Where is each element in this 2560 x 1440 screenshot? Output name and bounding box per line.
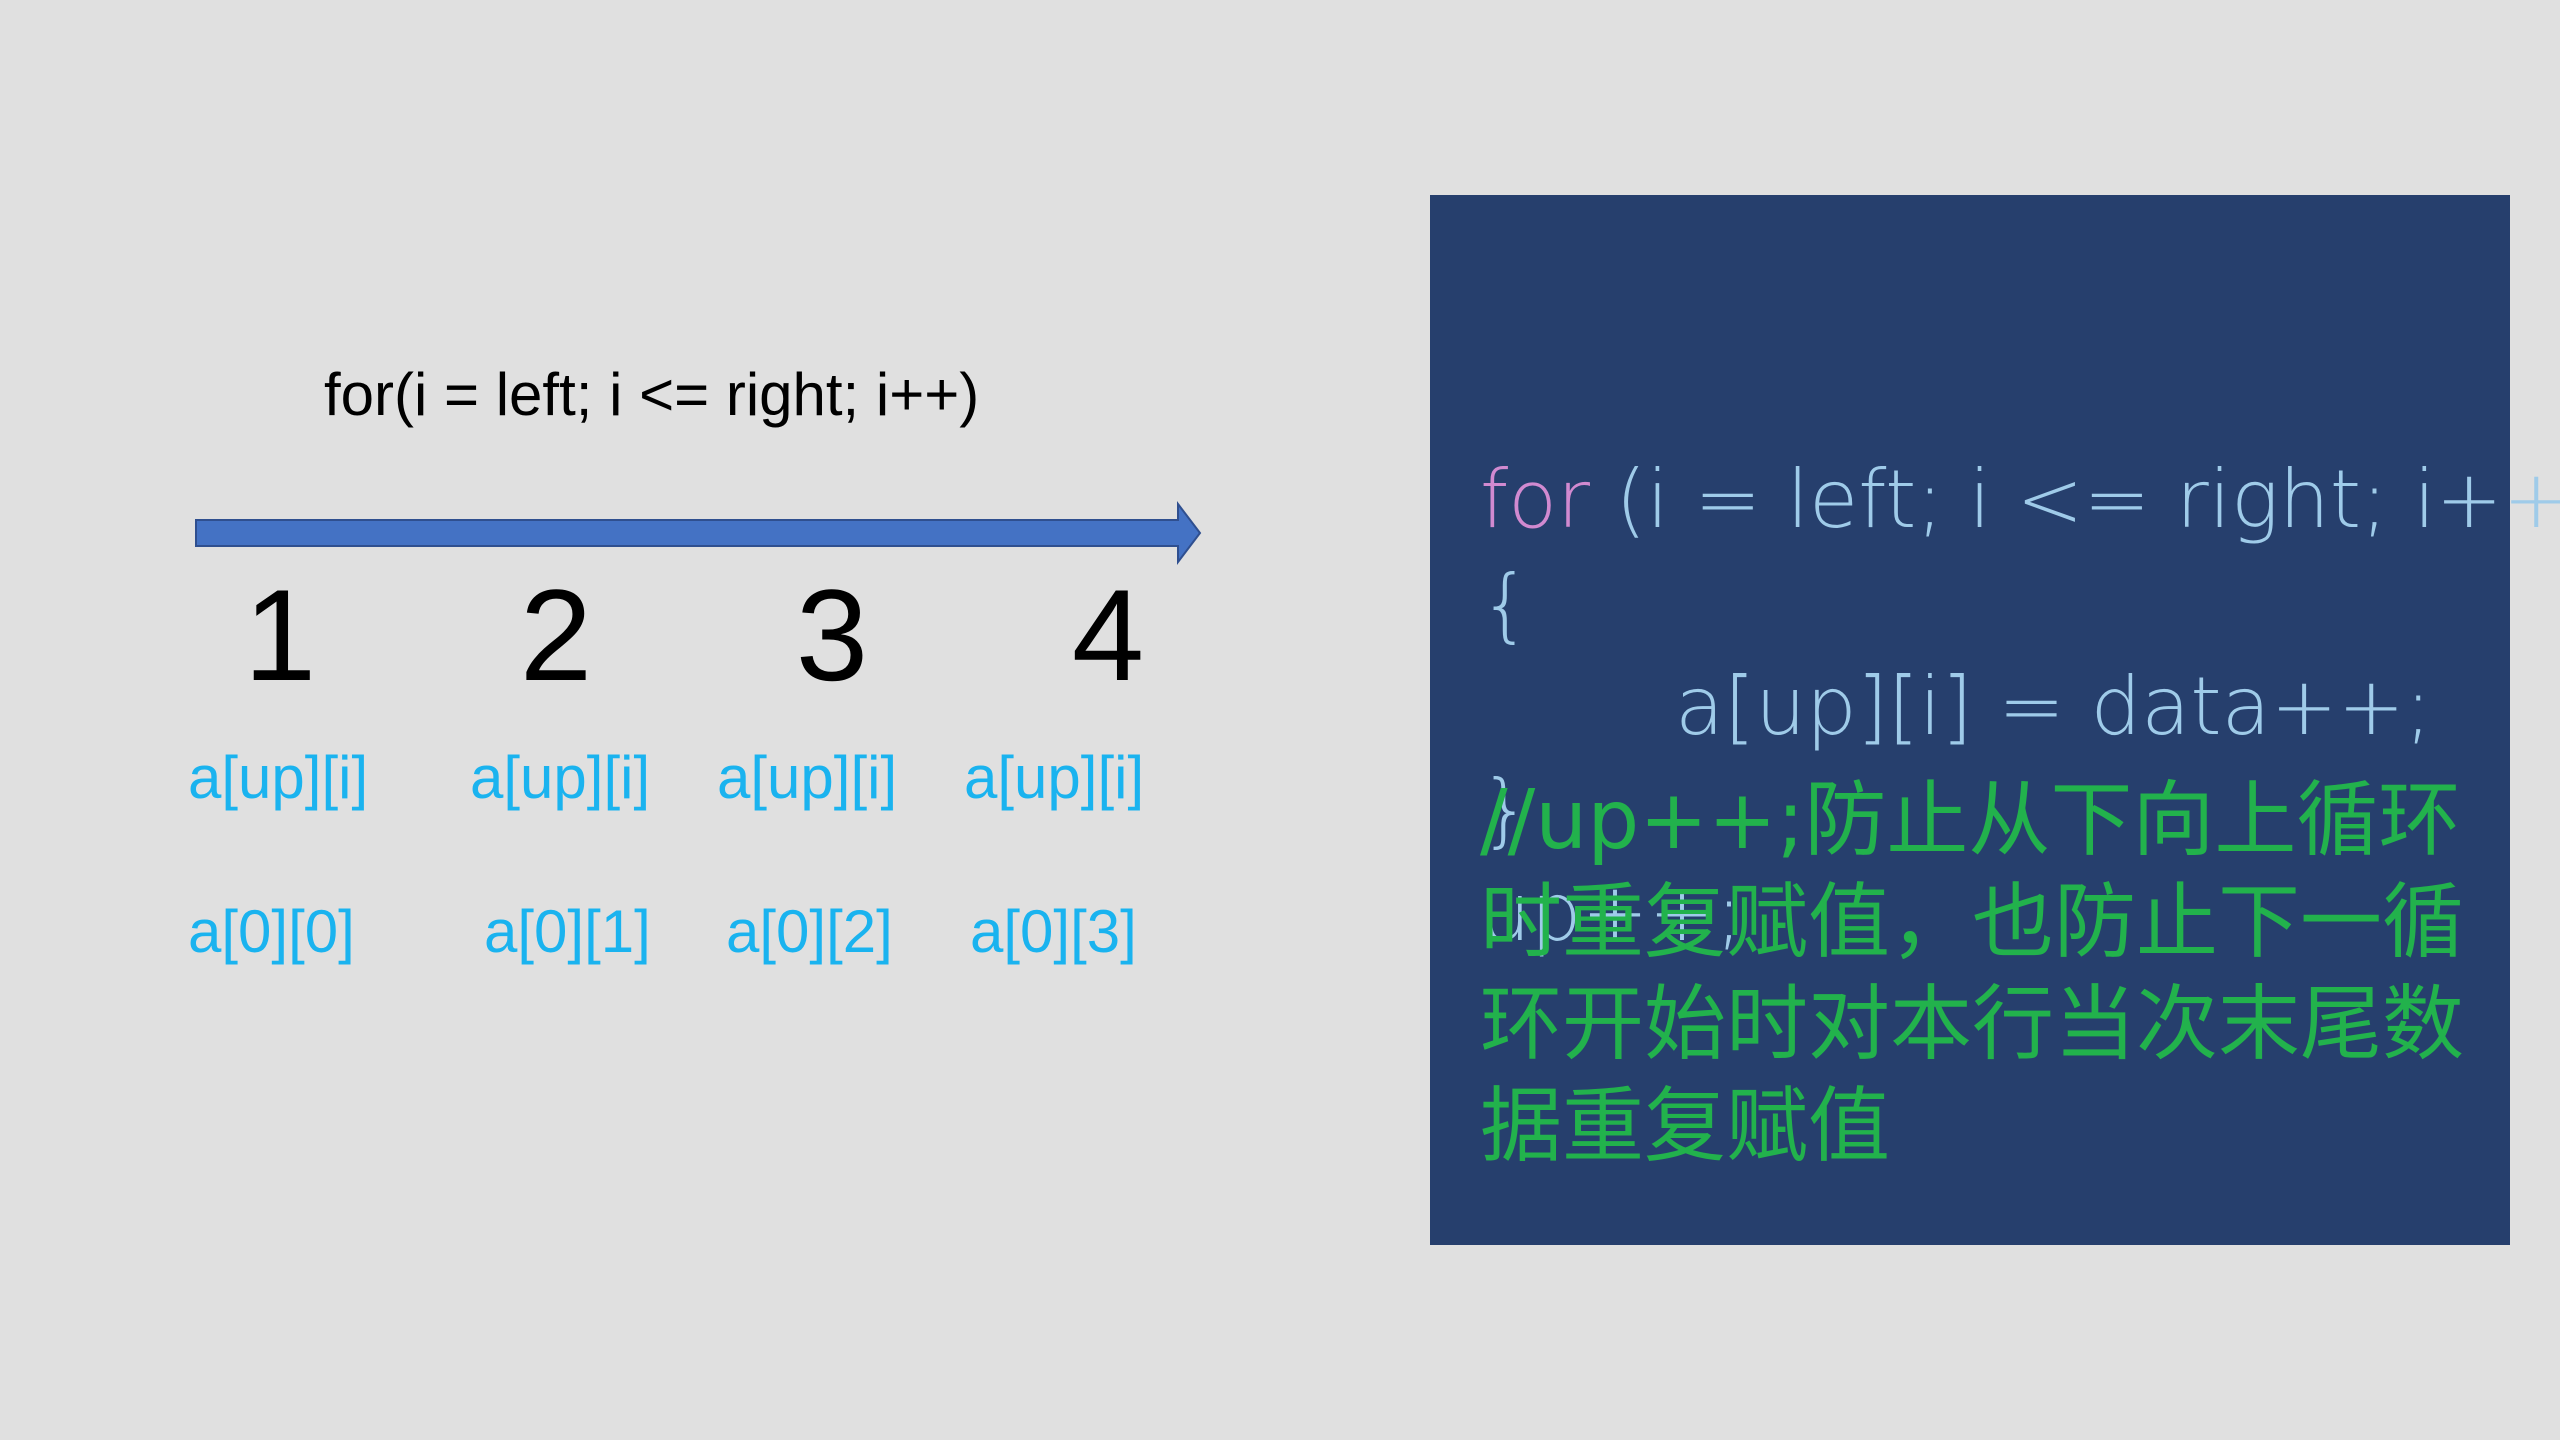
index-expression-4: a[up][i] — [964, 744, 1145, 811]
index-expression-1: a[up][i] — [188, 744, 369, 811]
index-number-4: 4 — [1071, 562, 1145, 708]
code-panel: for (i = left; i <= right; i++) { a[up][… — [1430, 195, 2560, 1245]
iteration-arrow — [195, 501, 1202, 565]
code-line-assignment: a[up][i] = data++; — [1675, 660, 2432, 753]
for-condition: (i = left; i <= right; i++) — [1590, 453, 2560, 546]
index-number-3: 3 — [795, 562, 869, 708]
index-value-2: a[0][1] — [484, 898, 651, 965]
code-comment: //up++;防止从下向上循环时重复赋值，也防止下一循环开始时对本行当次末尾数据… — [1480, 773, 2465, 1174]
index-number-1: 1 — [243, 562, 317, 708]
loop-header: for(i = left; i <= right; i++) — [324, 361, 980, 428]
index-value-4: a[0][3] — [970, 898, 1137, 965]
code-line-open-brace: { — [1480, 558, 1531, 651]
code-line-for: for (i = left; i <= right; i++) — [1480, 450, 2560, 550]
for-keyword: for — [1480, 453, 1590, 546]
index-expression-3: a[up][i] — [717, 744, 898, 811]
code-line-up-increment: up++; — [1480, 866, 1743, 959]
index-value-3: a[0][2] — [726, 898, 893, 965]
index-expression-2: a[up][i] — [470, 744, 651, 811]
index-number-2: 2 — [519, 562, 593, 708]
code-line-close-brace: } — [1480, 763, 1531, 856]
index-value-1: a[0][0] — [188, 898, 355, 965]
